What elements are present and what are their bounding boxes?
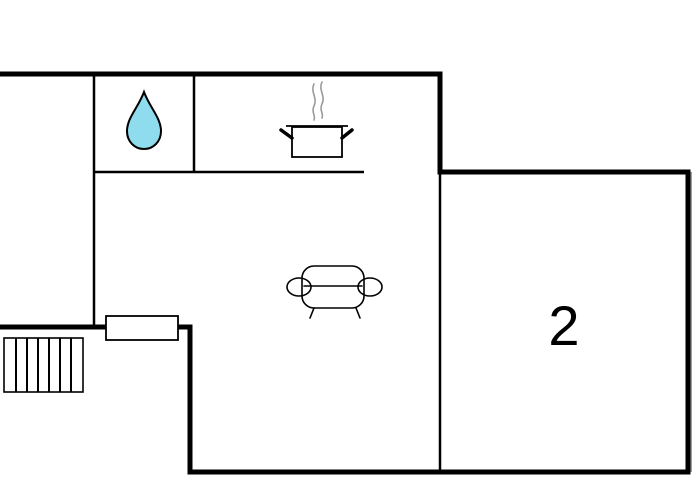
- cooking-pot-icon: [279, 81, 354, 158]
- radiator-icon: [105, 315, 179, 341]
- outer-wall: [0, 71, 691, 475]
- room-number-label: 2: [548, 294, 579, 357]
- water-drop-icon: [125, 89, 163, 151]
- armchair-icon: [286, 265, 383, 319]
- stairs-icon: [3, 337, 84, 393]
